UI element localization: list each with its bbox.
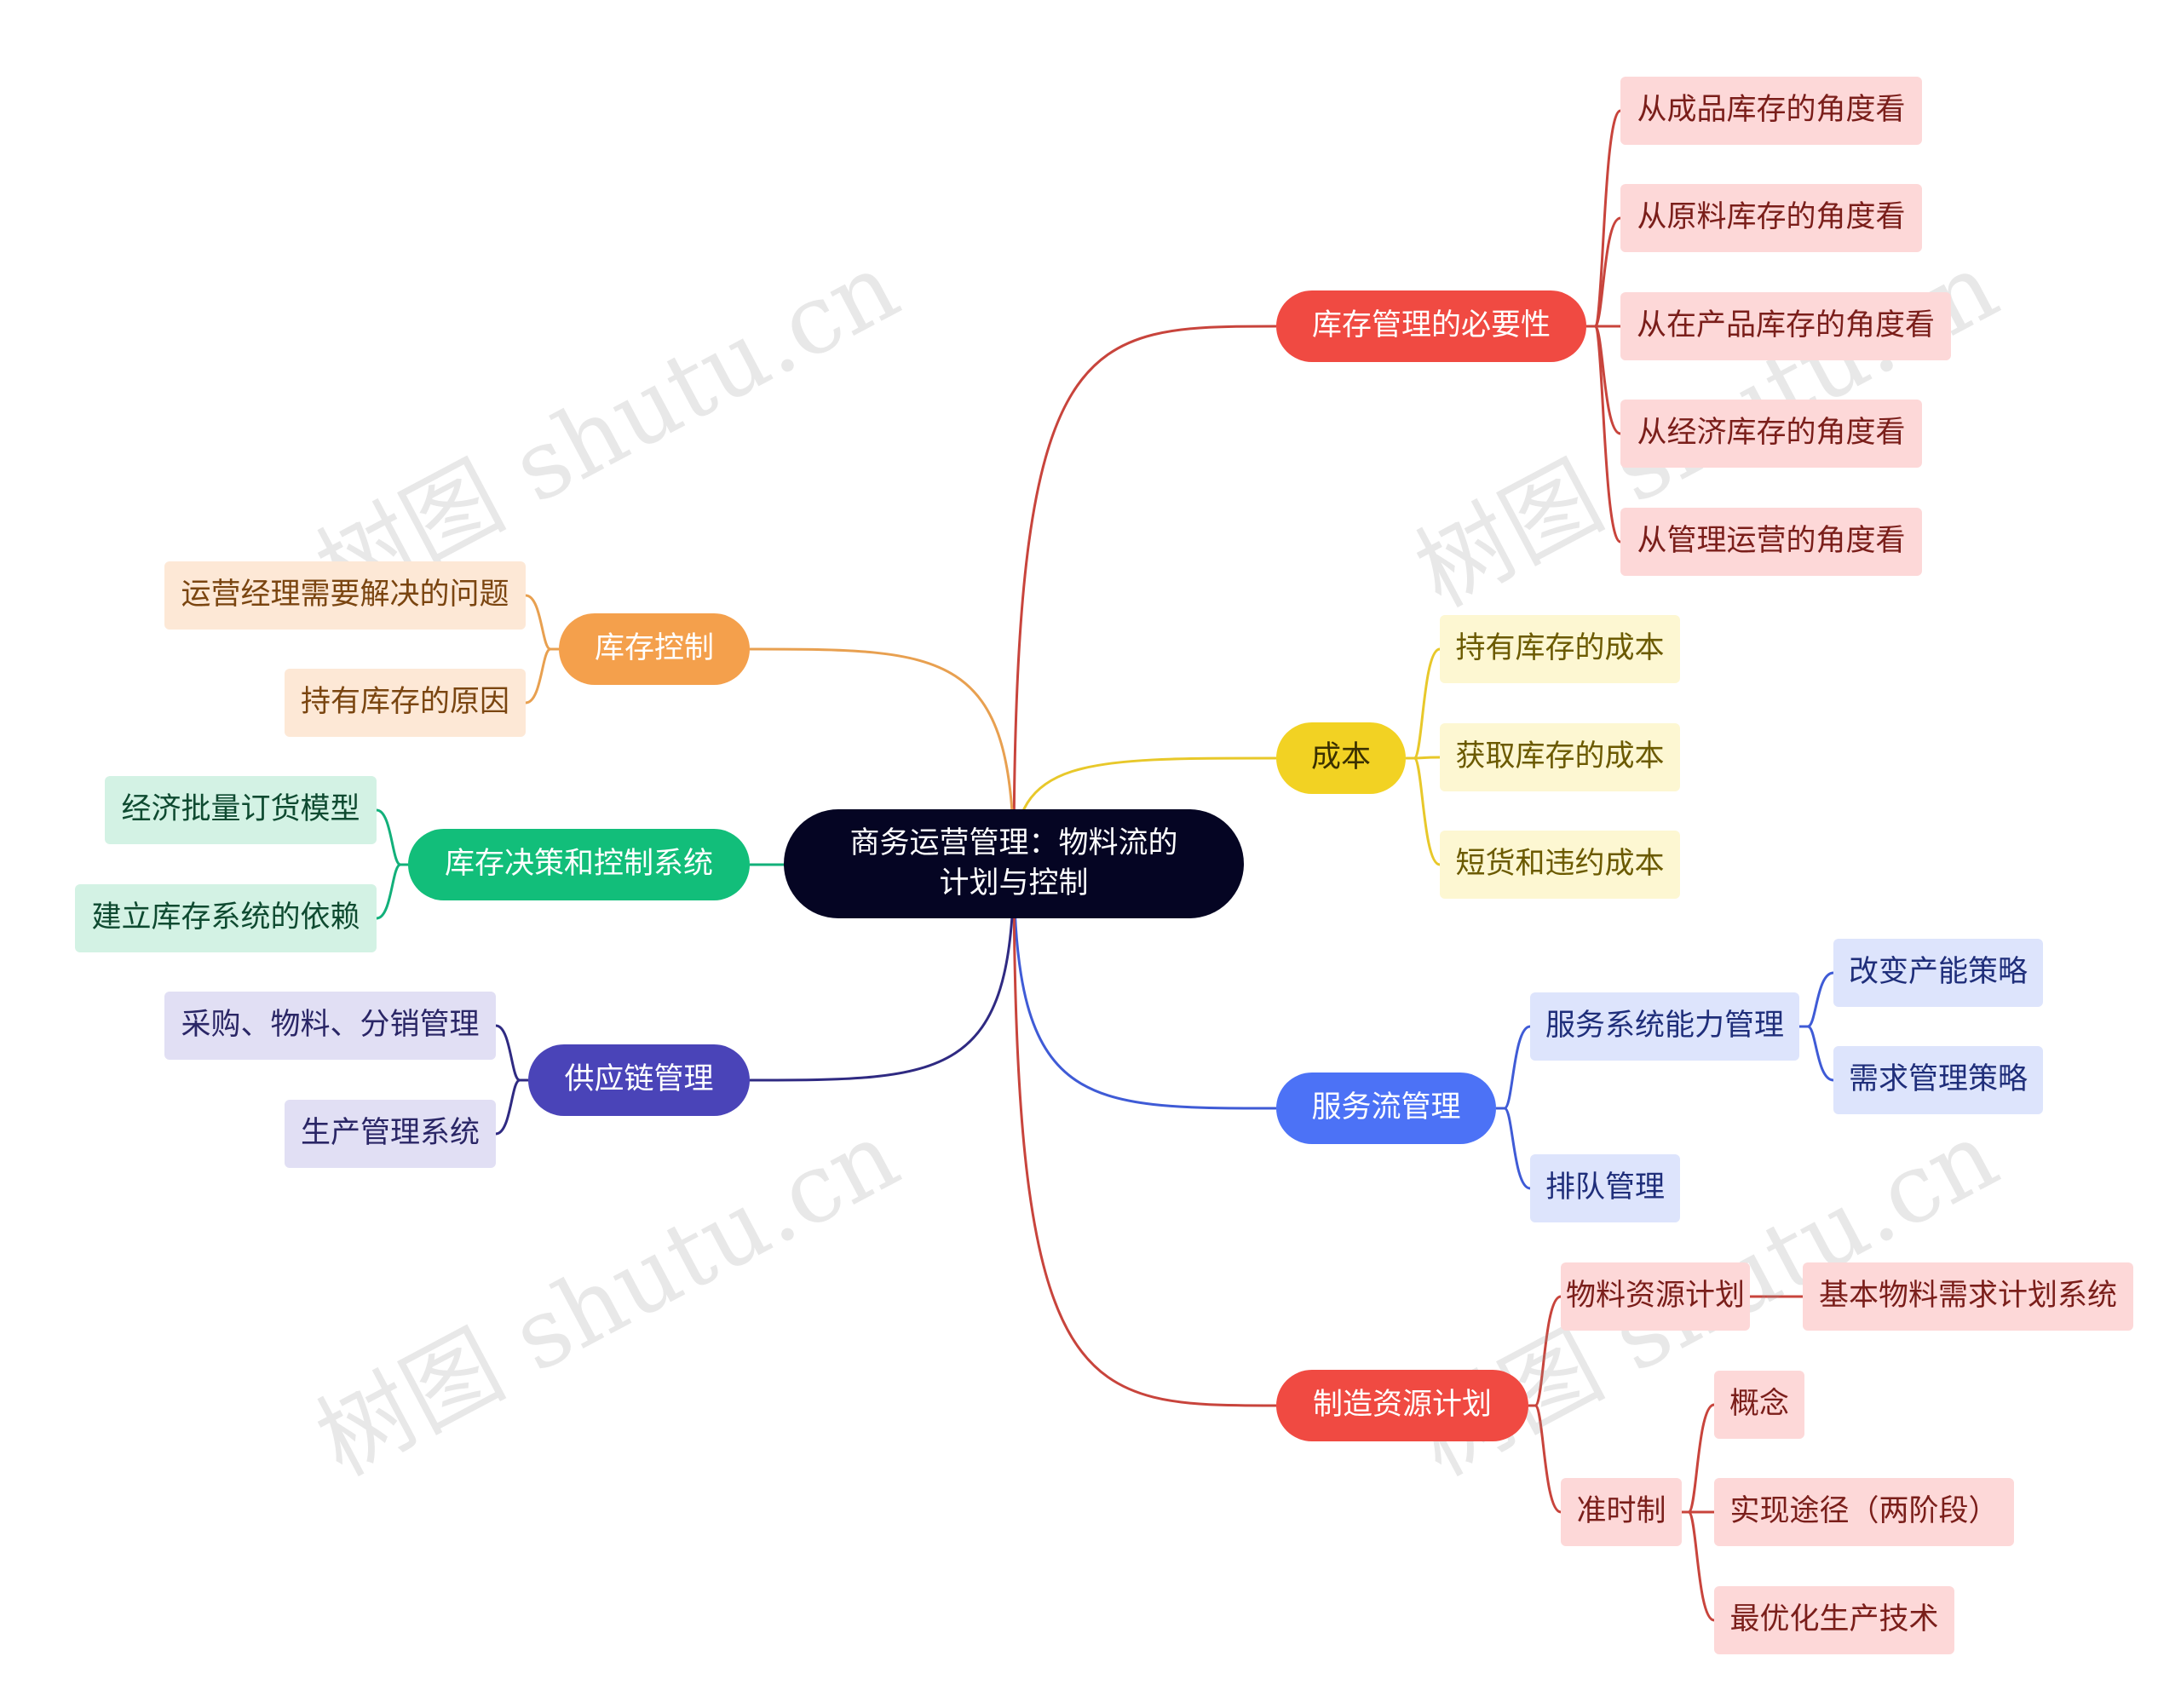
branch-connector	[1687, 1510, 1715, 1622]
root-topic-line-2: 计划与控制	[939, 866, 1089, 900]
branch-connector	[1413, 756, 1441, 866]
subtopic-holding-reasons[interactable]: 持有库存的原因	[285, 669, 526, 737]
subtopic-work-in-process[interactable]: 从在产品库存的角度看	[1620, 292, 1951, 360]
subtopic-acquisition-cost[interactable]: 获取库存的成本	[1440, 723, 1680, 791]
subtopic-operations-management[interactable]: 从管理运营的角度看	[1620, 508, 1922, 576]
subtopic-demand-management[interactable]: 需求管理策略	[1833, 1046, 2043, 1114]
subtopic-implementation-path[interactable]: 实现途径（两阶段）	[1714, 1478, 2014, 1546]
root-topic[interactable]: 商务运营管理：物料流的 计划与控制	[784, 809, 1244, 918]
branch-connector	[1413, 647, 1441, 760]
subtopic-manager-problems[interactable]: 运营经理需要解决的问题	[164, 561, 526, 630]
topic-supply-chain[interactable]: 供应链管理	[528, 1044, 750, 1116]
root-topic-line-1: 商务运营管理：物料流的	[849, 825, 1178, 860]
subtopic-service-capacity[interactable]: 服务系统能力管理	[1530, 992, 1799, 1061]
branch-connector	[495, 1078, 521, 1136]
branch-connector	[1687, 1403, 1715, 1514]
subtopic-procurement-distribution[interactable]: 采购、物料、分销管理	[164, 992, 496, 1060]
branch-connector	[1807, 1025, 1834, 1082]
branch-connector	[1807, 971, 1834, 1028]
branch-connector	[1503, 1025, 1531, 1110]
branch-connector	[525, 594, 551, 651]
subtopic-production-management-system[interactable]: 生产管理系统	[285, 1100, 496, 1168]
subtopic-system-dependency[interactable]: 建立库存系统的依赖	[75, 884, 377, 952]
branch-connector	[376, 863, 401, 920]
root-connector	[1012, 863, 1277, 1407]
branch-connector	[495, 1024, 521, 1082]
root-connector	[749, 863, 1016, 1082]
subtopic-just-in-time[interactable]: 准时制	[1561, 1478, 1682, 1546]
branch-connector	[1593, 216, 1621, 328]
subtopic-optimized-production[interactable]: 最优化生产技术	[1714, 1586, 1954, 1654]
subtopic-change-capacity[interactable]: 改变产能策略	[1833, 939, 2043, 1007]
topic-service-flow[interactable]: 服务流管理	[1276, 1073, 1496, 1144]
subtopic-queue-management[interactable]: 排队管理	[1530, 1154, 1680, 1222]
topic-inventory-control[interactable]: 库存控制	[559, 613, 750, 685]
branch-connector	[376, 808, 401, 866]
branch-connector	[1593, 325, 1622, 543]
branch-connector	[1534, 1404, 1562, 1514]
topic-inventory-necessity[interactable]: 库存管理的必要性	[1276, 290, 1586, 362]
root-connector	[749, 647, 1016, 865]
root-connector	[1012, 325, 1277, 865]
subtopic-eoq-model[interactable]: 经济批量订货模型	[105, 776, 377, 844]
topic-cost[interactable]: 成本	[1276, 722, 1406, 794]
branch-connector	[525, 647, 551, 704]
subtopic-raw-materials[interactable]: 从原料库存的角度看	[1620, 184, 1922, 252]
subtopic-concept[interactable]: 概念	[1714, 1371, 1804, 1439]
subtopic-holding-cost[interactable]: 持有库存的成本	[1440, 615, 1680, 683]
subtopic-finished-goods[interactable]: 从成品库存的角度看	[1620, 77, 1922, 145]
subtopic-economic-inventory[interactable]: 从经济库存的角度看	[1620, 400, 1922, 468]
branch-connector	[1503, 1107, 1531, 1190]
branch-connector	[1413, 756, 1441, 760]
topic-manufacturing-resource-planning[interactable]: 制造资源计划	[1276, 1370, 1528, 1441]
subtopic-material-resource-planning[interactable]: 物料资源计划	[1561, 1262, 1750, 1331]
topic-inventory-decision-system[interactable]: 库存决策和控制系统	[408, 829, 750, 900]
subtopic-mrp-system[interactable]: 基本物料需求计划系统	[1803, 1262, 2133, 1331]
branch-connector	[1534, 1295, 1562, 1407]
root-connector	[1012, 863, 1277, 1110]
subtopic-shortage-cost[interactable]: 短货和违约成本	[1440, 831, 1680, 899]
